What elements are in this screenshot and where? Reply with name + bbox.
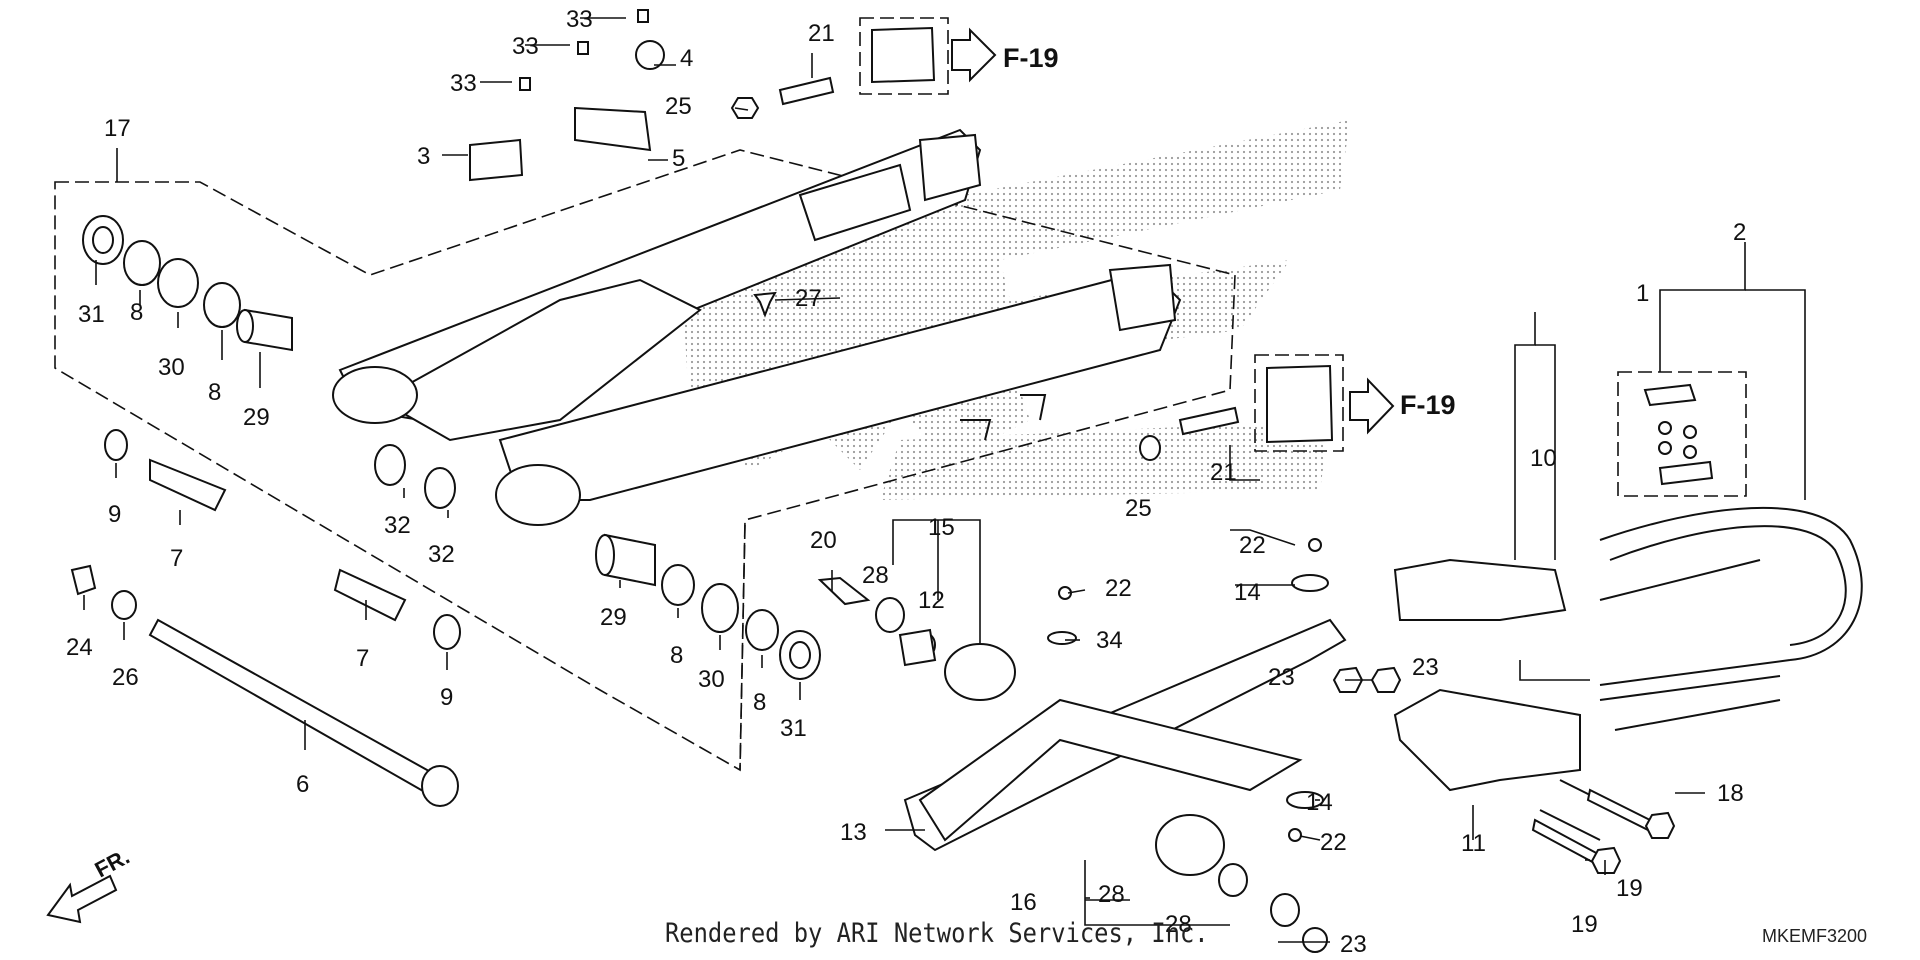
callouts: 1 2 3 4 5 6 7 7 8 8 8 8 9 9 10 11 12 13 … (66, 6, 1746, 958)
callout-10: 10 (1530, 445, 1557, 472)
f19-label-right: F-19 (1400, 390, 1456, 420)
pivot-parts-right (595, 533, 821, 680)
callout-28a: 28 (862, 562, 889, 589)
callout-9a: 9 (108, 501, 121, 528)
callout-32b: 32 (428, 541, 455, 568)
callout-33a: 33 (566, 6, 593, 33)
callout-34: 34 (1096, 627, 1123, 654)
callout-15: 15 (928, 514, 955, 541)
callout-33b: 33 (512, 33, 539, 60)
callout-6: 6 (296, 771, 309, 798)
drive-chain (1599, 506, 1863, 731)
chain-guide (1393, 558, 1641, 841)
callout-26: 26 (112, 664, 139, 691)
render-credit: Rendered by ARI Network Services, Inc. (665, 918, 1209, 949)
callout-3: 3 (417, 143, 430, 170)
callout-13: 13 (840, 819, 867, 846)
callout-8a: 8 (130, 299, 143, 326)
callout-23a: 23 (1268, 664, 1295, 691)
callout-31b: 31 (780, 715, 807, 742)
swingarm (332, 128, 1182, 526)
callout-9b: 9 (440, 684, 453, 711)
hardware (469, 9, 1676, 874)
callout-25b: 25 (1125, 495, 1152, 522)
assembly-outlines (54, 149, 1236, 772)
callout-22c: 22 (1320, 829, 1347, 856)
diagram-code: MKEMF3200 (1762, 926, 1868, 946)
chain-slider (875, 597, 1347, 953)
callout-23c: 23 (1340, 931, 1367, 958)
callout-1: 1 (1636, 280, 1649, 307)
callout-4: 4 (680, 45, 693, 72)
callout-28b: 28 (1098, 881, 1125, 908)
callout-23b: 23 (1412, 654, 1439, 681)
callout-14a: 14 (1234, 579, 1261, 606)
front-label: FR. (91, 844, 134, 883)
callout-33c: 33 (450, 70, 477, 97)
callout-12: 12 (918, 587, 945, 614)
leader-lines (83, 17, 1806, 943)
callout-21b: 21 (1210, 459, 1237, 486)
callout-27: 27 (795, 285, 822, 312)
callout-5: 5 (672, 145, 685, 172)
callout-20: 20 (810, 527, 837, 554)
callout-18: 18 (1717, 780, 1744, 807)
callout-8c: 8 (670, 642, 683, 669)
callout-8b: 8 (208, 379, 221, 406)
callout-7b: 7 (356, 645, 369, 672)
callout-29a: 29 (243, 404, 270, 431)
callout-17: 17 (104, 115, 131, 142)
callout-2: 2 (1733, 219, 1746, 246)
callout-19b: 19 (1571, 911, 1598, 938)
callout-11: 11 (1461, 830, 1486, 857)
callout-24: 24 (66, 634, 93, 661)
callout-29b: 29 (600, 604, 627, 631)
callout-21a: 21 (808, 20, 835, 47)
callout-19a: 19 (1616, 875, 1643, 902)
pivot-parts-left (70, 215, 461, 807)
callout-22a: 22 (1239, 532, 1266, 559)
callout-7a: 7 (170, 545, 183, 572)
callout-22b: 22 (1105, 575, 1132, 602)
callout-25a: 25 (665, 93, 692, 120)
callout-32a: 32 (384, 512, 411, 539)
callout-14b: 14 (1306, 789, 1333, 816)
f19-reference-top: F-19 (859, 17, 1059, 95)
callout-8d: 8 (753, 689, 766, 716)
master-link-box (1617, 371, 1747, 497)
callout-31a: 31 (78, 301, 105, 328)
callout-30b: 30 (698, 666, 725, 693)
f19-reference-right: F-19 (1254, 354, 1456, 452)
f19-label-top: F-19 (1003, 43, 1059, 73)
callout-16: 16 (1010, 889, 1037, 916)
front-arrow: FR. (46, 844, 134, 924)
callout-28c: 28 (1165, 911, 1192, 938)
callout-30a: 30 (158, 354, 185, 381)
